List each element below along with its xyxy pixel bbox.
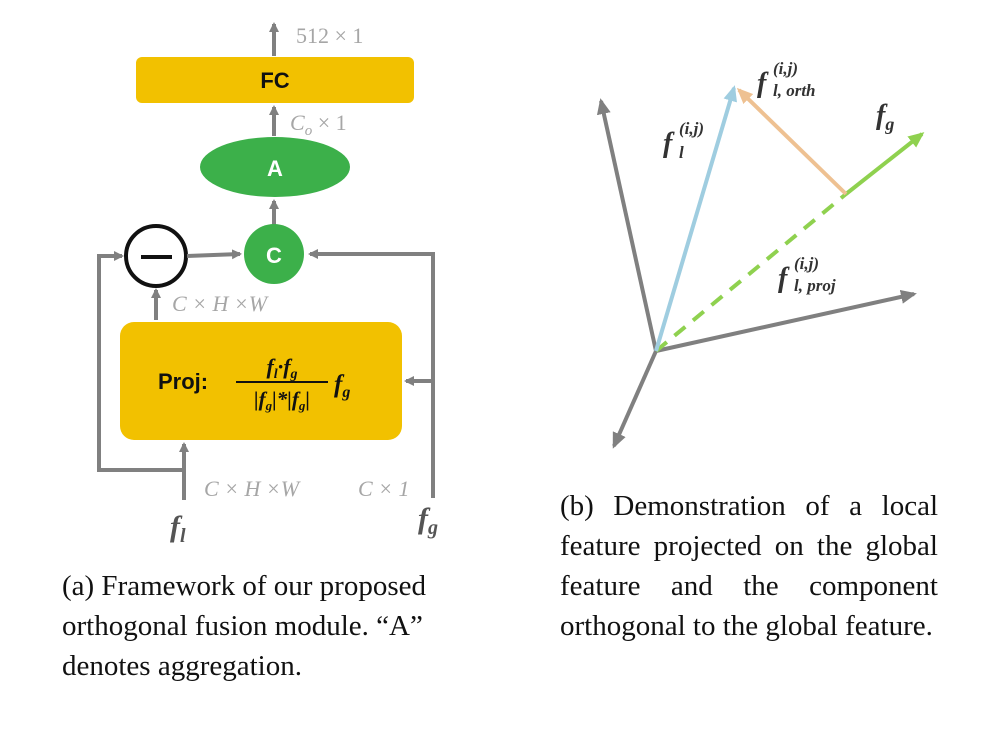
local-label: f [663, 128, 675, 159]
local-sub: l [679, 143, 684, 162]
global-label: fg [876, 100, 894, 134]
orth-label: f [757, 68, 769, 99]
local-sup: (i,j) [679, 119, 704, 138]
panel-b: f (i,j) l, orth f (i,j) l fg f (i,j) l, … [596, 59, 925, 449]
projection-vector [654, 192, 848, 353]
local-input-label: fl [170, 510, 186, 547]
global-feature-vector [844, 132, 925, 196]
global-to-concat-arrow [308, 249, 435, 498]
caption-a: (a) Framework of our proposed orthogonal… [62, 570, 427, 682]
aggregation-label: A [267, 156, 283, 181]
orthogonal-component-vector [736, 87, 848, 196]
local-feature-vector [654, 85, 738, 352]
axis-down [612, 350, 658, 449]
axis-up [596, 98, 658, 352]
local-bypass-arrow [97, 251, 184, 472]
caption-b: (b) Demonstration of a local feature pro… [560, 490, 938, 642]
projection-denominator: |fg|*|fg| [254, 387, 310, 413]
orth-sup: (i,j) [773, 59, 798, 78]
global-input-dim: C × 1 [358, 476, 410, 501]
orth-sub: l, orth [773, 81, 816, 100]
fc-box [136, 57, 414, 103]
concat-label: C [266, 243, 282, 268]
proj-label: f [778, 263, 790, 294]
subtract-to-concat-arrow [186, 249, 242, 260]
aggregation-node [200, 137, 350, 197]
panel-a: 512 × 1 FC Co × 1 A C C × H ×W Proj: fl·… [97, 22, 438, 547]
proj-output-dim: C × H ×W [172, 291, 269, 316]
projection-numerator: fl·fg [266, 354, 297, 382]
axis-right [655, 289, 917, 353]
proj-sub: l, proj [794, 276, 836, 295]
fc-label: FC [260, 68, 289, 93]
projection-label: Proj: [158, 369, 208, 394]
projection-multiplier: fg [334, 371, 350, 401]
agg-output-dim: Co × 1 [290, 110, 347, 139]
global-input-label: fg [418, 502, 438, 539]
proj-sup: (i,j) [794, 254, 819, 273]
concat-node [244, 224, 304, 284]
local-input-dim: C × H ×W [204, 476, 301, 501]
top-output-dim: 512 × 1 [296, 23, 363, 48]
